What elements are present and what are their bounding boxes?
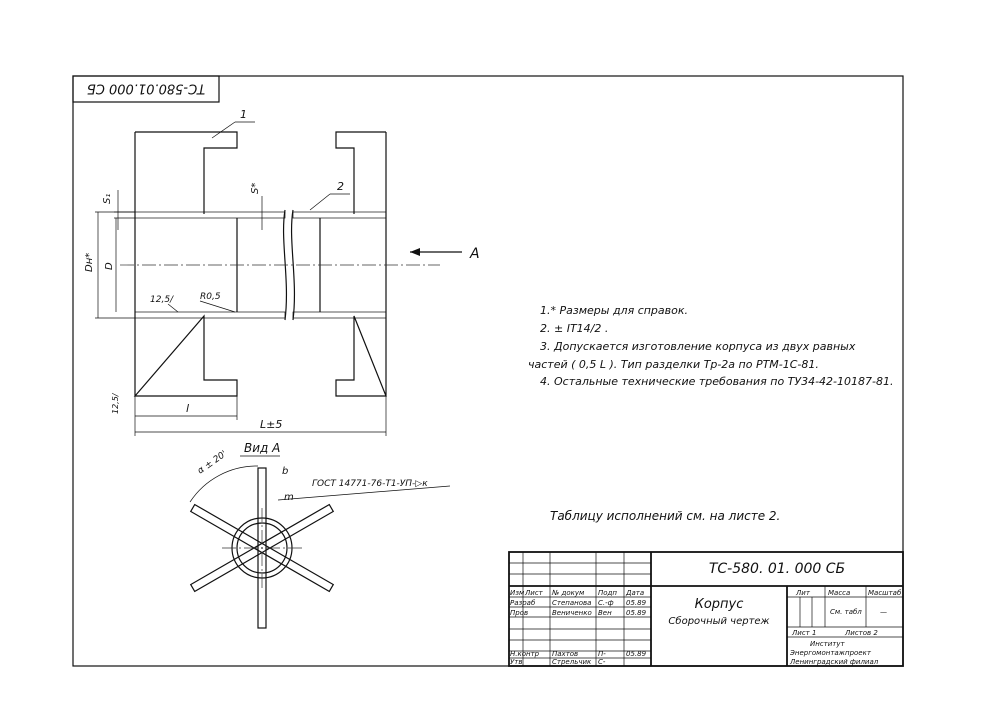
note-2: 2. ± IT14/2 . xyxy=(540,322,608,335)
view-a-label: Вид А xyxy=(244,441,280,455)
row-razrab-name: Степанова xyxy=(552,599,591,607)
row-prov-sign: Вен xyxy=(598,609,612,617)
row-razrab-date: 05.89 xyxy=(626,599,647,607)
row-nkontr-role: Н.контр xyxy=(510,650,540,658)
header-data: Дата xyxy=(625,589,644,597)
row-razrab-role: Разраб xyxy=(510,599,536,607)
value-massa: См. табл xyxy=(830,608,862,616)
org-line-3: Ленинградский филиал xyxy=(789,658,879,666)
header-izm: Изм xyxy=(510,589,525,597)
roughness-label-2: 12,5/ xyxy=(111,392,120,414)
row-nkontr-name: Пахтов xyxy=(552,650,578,658)
dim-m: m xyxy=(284,492,294,503)
pipe-inner xyxy=(236,522,288,574)
roughness-label-1: 12,5/ xyxy=(150,295,174,305)
title-block: ТС-580. 01. 000 СБ Корпус Сборочный черт… xyxy=(508,551,904,667)
row-nkontr-sign: П- xyxy=(598,650,606,658)
view-a: Вид А α ± 20' b m ГОСТ 14771-76-Т1-УП-▷к xyxy=(189,441,451,629)
row-utv-role: Утв xyxy=(510,658,522,666)
rib-minus-60 xyxy=(189,503,335,593)
row-utv-sign: С- xyxy=(598,658,606,666)
gost-weld: ГОСТ 14771-76-Т1-УП-▷к xyxy=(312,479,428,489)
dim-l: l xyxy=(186,402,189,415)
rib-60 xyxy=(189,503,335,593)
rotated-stamp: ТС-580.01.000 СБ xyxy=(87,81,205,96)
flange-right xyxy=(335,131,387,397)
note-3b: частей ( 0,5 L ). Тип разделки Тр-2а по … xyxy=(528,358,819,371)
sheet-number: Лист 1 xyxy=(791,629,816,637)
radius-label: R0,5 xyxy=(200,292,221,302)
value-masshtab: — xyxy=(880,608,887,616)
position-2: 2 xyxy=(337,180,344,193)
dim-alpha: α ± 20' xyxy=(196,449,229,476)
pipe-wall-top-right xyxy=(292,211,387,219)
designation: ТС-580. 01. 000 СБ xyxy=(709,561,845,577)
sheets-total: Листов 2 xyxy=(844,629,878,637)
header-list: Лист xyxy=(524,589,544,597)
view-arrow-label: А xyxy=(469,246,480,262)
technical-notes: 1.* Размеры для справок. 2. ± IT14/2 . 3… xyxy=(528,304,893,523)
dim-s1: S₁ xyxy=(102,194,113,204)
row-nkontr-date: 05.89 xyxy=(626,650,647,658)
header-podp: Подп xyxy=(598,589,617,597)
note-4: 4. Остальные технические требования по Т… xyxy=(540,375,893,388)
row-prov-name: Вениченко xyxy=(552,609,592,617)
header-masshtab: Масштаб xyxy=(868,589,902,597)
break-line-right xyxy=(290,209,296,321)
note-3: 3. Допускается изготовление корпуса из д… xyxy=(540,340,856,353)
rotated-stamp-box xyxy=(72,75,220,103)
pipe-wall-bottom-left xyxy=(134,311,286,319)
header-massa: Масса xyxy=(828,589,850,597)
row-prov-date: 05.89 xyxy=(626,609,647,617)
flange-left xyxy=(133,131,238,397)
part-title: Корпус xyxy=(695,597,744,612)
dim-b: b xyxy=(282,466,288,477)
note-1: 1.* Размеры для справок. xyxy=(540,304,688,317)
table-reference: Таблицу исполнений см. на листе 2. xyxy=(550,509,780,523)
org-line-2: Энергомонтажпроект xyxy=(789,649,872,657)
dim-dn: Dн* xyxy=(84,253,95,272)
row-razrab-sign: С.-ф xyxy=(598,599,614,607)
dim-d: D xyxy=(104,262,115,270)
sheet-frame xyxy=(72,75,904,667)
dim-L: L±5 xyxy=(260,418,282,431)
break-line-left xyxy=(282,209,288,321)
dim-s-star: S* xyxy=(250,183,261,194)
position-1: 1 xyxy=(240,108,247,121)
row-prov-role: Пров xyxy=(510,609,528,617)
pipe-wall-top-left xyxy=(134,211,286,219)
main-view: А 1 2 S₁ S* Dн* D 12,5/ R0,5 l xyxy=(84,108,480,436)
part-subtitle: Сборочный чертеж xyxy=(668,615,769,627)
org-line-1: Институт xyxy=(810,640,846,648)
row-utv-name: Стрельчик xyxy=(552,658,592,666)
header-ndoc: № докум xyxy=(551,589,585,597)
header-lit: Лит xyxy=(795,589,811,597)
pipe-wall-bottom-right xyxy=(292,311,387,319)
